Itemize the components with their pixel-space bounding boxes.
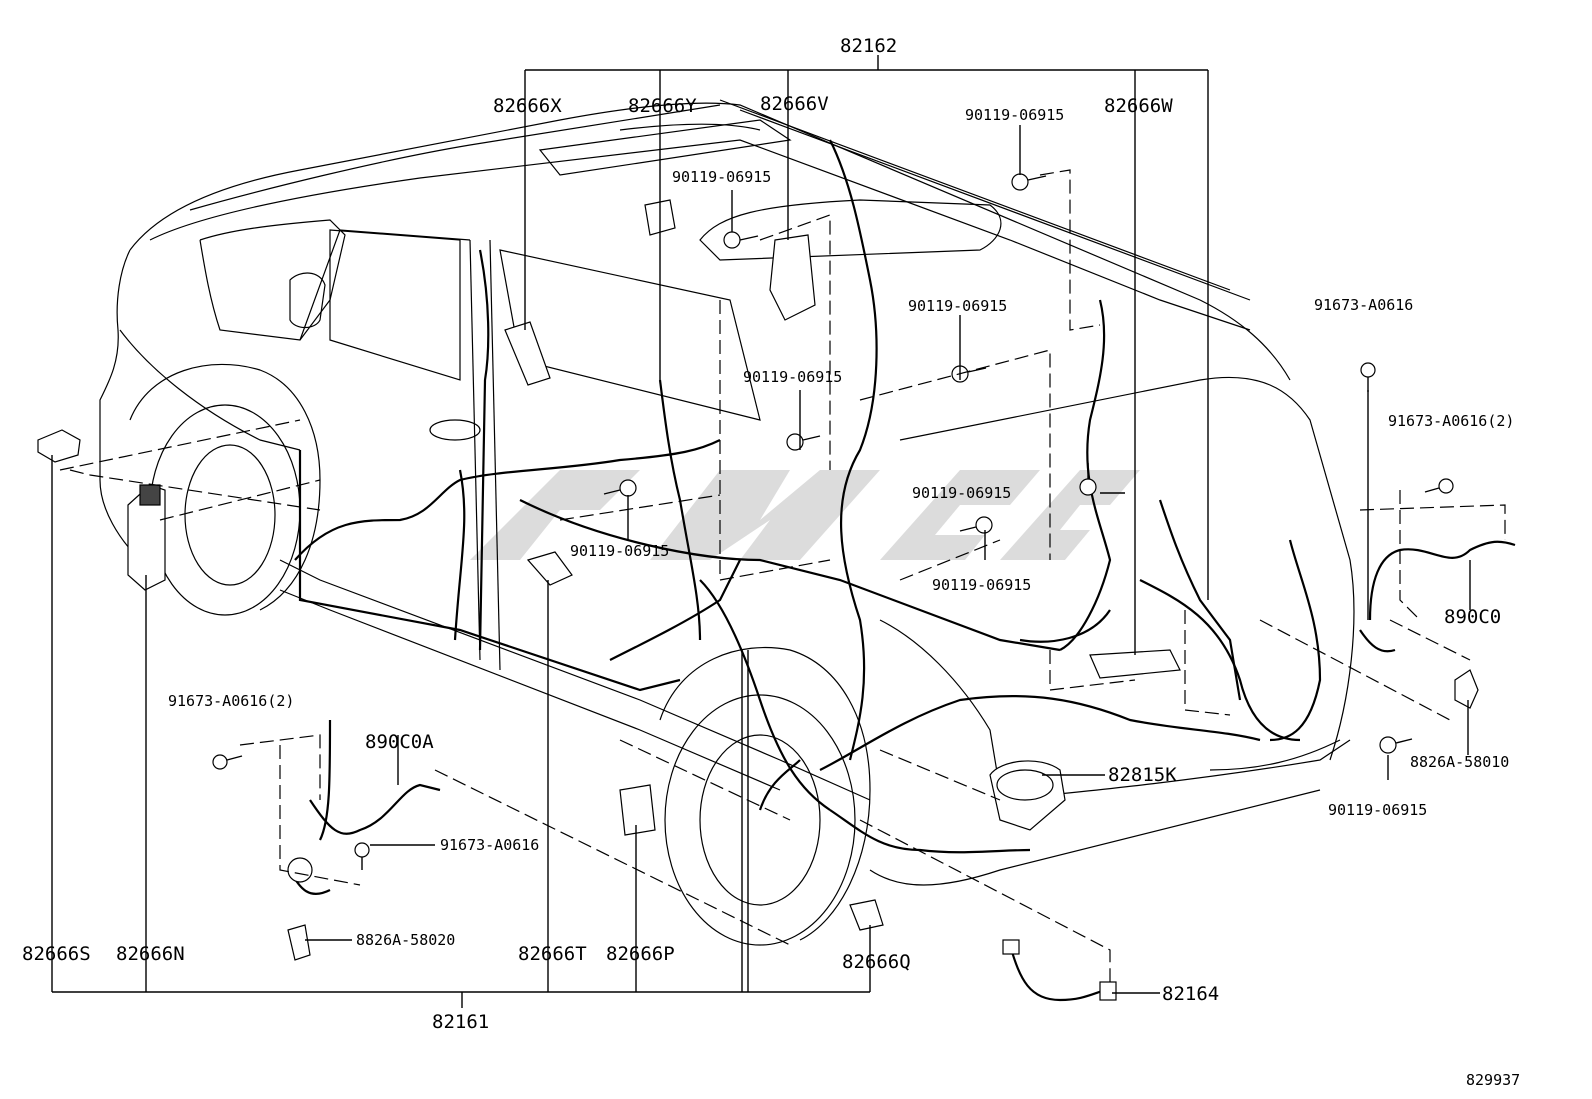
bolt-icon	[1079, 463, 1097, 496]
connector-82164	[1099, 981, 1117, 1001]
label-91673-a: 91673-A0616	[1314, 296, 1413, 314]
connector-82666P	[619, 784, 656, 836]
bolt-icon	[959, 516, 993, 534]
bolt-icon	[786, 433, 821, 451]
connector-82666T	[526, 551, 573, 586]
clip-icon	[1360, 362, 1376, 392]
label-90119-h: 90119-06915	[1328, 801, 1427, 819]
dashed-lines	[59, 169, 1506, 985]
clip-icon	[1424, 478, 1454, 494]
bracket-58020	[287, 924, 311, 961]
label-82666T: 82666T	[518, 943, 587, 965]
connector-82666V	[769, 234, 816, 321]
connector-82666W	[1089, 649, 1181, 679]
label-82164: 82164	[1162, 983, 1219, 1005]
bolt-icon	[1379, 736, 1413, 754]
connector-82666S	[37, 429, 81, 463]
label-82666S: 82666S	[22, 943, 91, 965]
label-82666W: 82666W	[1104, 95, 1173, 117]
label-91673-c: 91673-A0616(2)	[168, 692, 294, 710]
label-890C0: 890C0	[1444, 606, 1501, 628]
label-82666Q: 82666Q	[842, 951, 911, 973]
label-90119-e: 90119-06915	[912, 484, 1011, 502]
bracket-58010	[1454, 669, 1479, 709]
label-82666X: 82666X	[493, 95, 562, 117]
label-90119-c: 90119-06915	[908, 297, 1007, 315]
label-82815K: 82815K	[1108, 764, 1177, 786]
label-82666N: 82666N	[116, 943, 185, 965]
label-8826A-58020: 8826A-58020	[356, 931, 455, 949]
clip-icon	[212, 754, 243, 770]
label-90119-d: 90119-06915	[743, 368, 842, 386]
bolt-icon	[1011, 173, 1047, 191]
label-82666P: 82666P	[606, 943, 675, 965]
components	[37, 199, 1516, 1002]
connector-82666Q	[849, 899, 884, 931]
label-91673-d: 91673-A0616	[440, 836, 539, 854]
leader-lines	[51, 55, 1471, 1008]
label-890C0A: 890C0A	[365, 731, 434, 753]
label-90119-f: 90119-06915	[570, 542, 669, 560]
label-91673-b: 91673-A0616(2)	[1388, 412, 1514, 430]
connector-82666X	[504, 321, 551, 386]
label-82162: 82162	[840, 35, 897, 57]
label-82161: 82161	[432, 1011, 489, 1033]
label-82666Y: 82666Y	[628, 95, 697, 117]
label-90119-b: 90119-06915	[672, 168, 771, 186]
label-8826A-58010: 8826A-58010	[1410, 753, 1509, 771]
bolt-icon	[723, 231, 759, 249]
part-labels: 82162 82666X 82666Y 82666V 82666W 90119-…	[22, 35, 1520, 1089]
label-90119-g: 90119-06915	[932, 576, 1031, 594]
diagram-id: 829937	[1466, 1071, 1520, 1089]
label-82666V: 82666V	[760, 93, 829, 115]
label-90119-a: 90119-06915	[965, 106, 1064, 124]
clip-icon	[354, 842, 370, 870]
